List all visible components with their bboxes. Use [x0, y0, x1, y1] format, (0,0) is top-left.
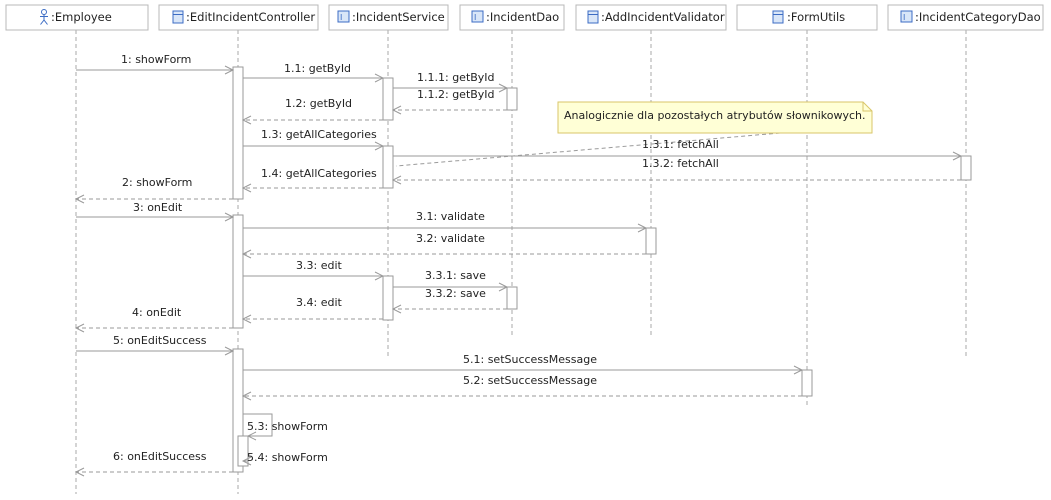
message-label: 1.1: getById — [284, 62, 351, 75]
activation-controller — [232, 348, 244, 473]
activation-controller — [232, 66, 244, 200]
activation-incident-service — [382, 145, 394, 189]
interface-icon: I — [471, 10, 484, 23]
activation-controller-nested — [237, 435, 249, 467]
message-label: 1.1.1: getById — [417, 71, 495, 84]
note: Analogicznie dla pozostałych atrybutów s… — [395, 101, 873, 167]
message-1-1-2-get-by-id[interactable]: 1.1.2: getById — [391, 88, 507, 115]
message-3-1-validate[interactable]: 3.1: validate — [243, 210, 648, 233]
message-3-3-edit[interactable]: 3.3: edit — [243, 259, 385, 281]
message-1-1-get-by-id[interactable]: 1.1: getById — [243, 62, 385, 83]
message-label: 5: onEditSuccess — [113, 334, 207, 347]
participant-label: :IncidentService — [352, 10, 445, 24]
message-4-on-edit[interactable]: 4: onEdit — [74, 306, 233, 333]
activation-controller — [232, 214, 244, 329]
message-label: 1.4: getAllCategories — [261, 167, 377, 180]
note-body — [557, 101, 873, 134]
message-3-on-edit[interactable]: 3: onEdit — [76, 201, 235, 222]
participant-incident-dao[interactable]: I :IncidentDao — [459, 4, 565, 31]
actor-icon — [40, 9, 48, 25]
message-label: 1.1.2: getById — [417, 88, 495, 101]
note-connector — [395, 132, 781, 167]
message-5-2-set-success-message[interactable]: 5.2: setSuccessMessage — [241, 374, 802, 401]
message-label: 4: onEdit — [132, 306, 182, 319]
note-text: Analogicznie dla pozostałych atrybutów s… — [564, 109, 866, 122]
participant-employee[interactable]: :Employee — [5, 4, 149, 31]
svg-text:I: I — [903, 13, 905, 22]
message-3-3-1-save[interactable]: 3.3.1: save — [393, 269, 509, 292]
message-3-4-edit[interactable]: 3.4: edit — [241, 296, 383, 324]
message-label: 3.3.1: save — [425, 269, 486, 282]
interface-icon: I — [900, 10, 913, 23]
svg-text:I: I — [340, 13, 342, 22]
message-3-3-2-save[interactable]: 3.3.2: save — [391, 287, 507, 314]
participant-add-incident-validator[interactable]: :AddIncidentValidator — [575, 4, 727, 31]
message-5-3-show-form[interactable]: 5.3: showForm — [243, 413, 328, 441]
message-label: 1.3.2: fetchAll — [642, 157, 719, 170]
message-label: 5.3: showForm — [247, 420, 328, 433]
activation-incident-service — [382, 77, 394, 121]
activation-incident-category-dao — [960, 155, 972, 181]
message-5-4-show-form[interactable]: 5.4: showForm — [241, 451, 328, 466]
message-label: 3.3.2: save — [425, 287, 486, 300]
message-label: 3.3: edit — [296, 259, 343, 272]
participant-label: :IncidentCategoryDao — [915, 10, 1041, 24]
interface-icon: I — [337, 10, 350, 23]
activation-incident-service — [382, 275, 394, 321]
activation-add-incident-validator — [645, 227, 657, 255]
participant-form-utils[interactable]: :FormUtils — [736, 4, 878, 31]
message-1-show-form[interactable]: 1: showForm — [76, 53, 235, 75]
message-label: 3.4: edit — [296, 296, 343, 309]
message-label: 3.1: validate — [416, 210, 485, 223]
participant-label: :Employee — [51, 10, 112, 24]
message-5-1-set-success-message[interactable]: 5.1: setSuccessMessage — [243, 353, 804, 375]
class-icon — [172, 10, 184, 24]
message-label: 6: onEditSuccess — [113, 450, 207, 463]
participant-incident-category-dao[interactable]: I :IncidentCategoryDao — [887, 4, 1044, 31]
participant-label: :EditIncidentController — [186, 10, 315, 24]
message-label: 2: showForm — [122, 176, 192, 189]
participant-label: :IncidentDao — [486, 10, 559, 24]
activation-incident-dao — [506, 87, 518, 111]
message-1-4-get-all-categories[interactable]: 1.4: getAllCategories — [241, 167, 383, 193]
svg-text:I: I — [474, 13, 476, 22]
message-2-show-form[interactable]: 2: showForm — [74, 176, 233, 204]
class-icon — [772, 10, 784, 24]
message-1-1-1-get-by-id[interactable]: 1.1.1: getById — [393, 71, 509, 93]
message-label: 3.2: validate — [416, 232, 485, 245]
message-label: 1: showForm — [121, 53, 191, 66]
message-1-3-2-fetch-all[interactable]: 1.3.2: fetchAll — [391, 157, 961, 185]
message-1-3-get-all-categories[interactable]: 1.3: getAllCategories — [243, 128, 385, 151]
message-1-2-get-by-id[interactable]: 1.2: getById — [241, 97, 383, 125]
message-label: 5.4: showForm — [247, 451, 328, 464]
message-label: 5.2: setSuccessMessage — [463, 374, 597, 387]
participant-incident-service[interactable]: I :IncidentService — [328, 4, 449, 31]
activation-form-utils — [801, 369, 813, 397]
message-label: 3: onEdit — [133, 201, 183, 214]
message-label: 1.3.1: fetchAll — [642, 138, 719, 151]
message-label: 5.1: setSuccessMessage — [463, 353, 597, 366]
participant-label: :AddIncidentValidator — [601, 10, 725, 24]
class-icon — [587, 10, 599, 24]
message-1-3-1-fetch-all[interactable]: 1.3.1: fetchAll — [393, 138, 963, 161]
activation-incident-dao — [506, 286, 518, 310]
message-label: 1.3: getAllCategories — [261, 128, 377, 141]
participant-edit-incident-controller[interactable]: :EditIncidentController — [158, 4, 319, 31]
message-label: 1.2: getById — [285, 97, 352, 110]
message-5-on-edit-success[interactable]: 5: onEditSuccess — [76, 334, 235, 356]
message-3-2-validate[interactable]: 3.2: validate — [241, 232, 646, 259]
message-6-on-edit-success[interactable]: 6: onEditSuccess — [74, 450, 233, 477]
participant-label: :FormUtils — [787, 10, 845, 24]
